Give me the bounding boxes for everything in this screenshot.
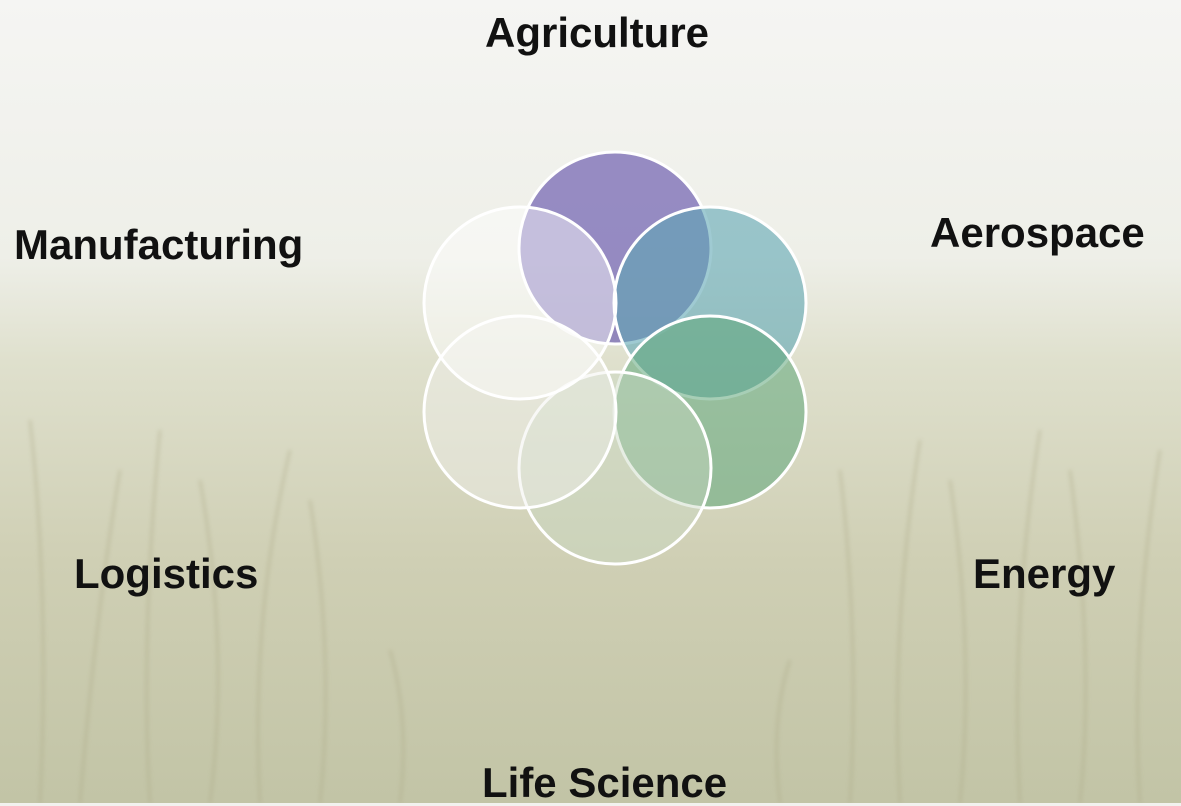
- grass-texture: [29, 419, 1161, 803]
- circle-life-science: [517, 370, 713, 566]
- label-logistics: Logistics: [74, 550, 259, 597]
- label-energy: Energy: [973, 550, 1116, 597]
- label-aerospace: Aerospace: [930, 209, 1145, 256]
- circle-energy: [612, 314, 808, 510]
- label-life-science: Life Science: [482, 759, 728, 806]
- label-manufacturing: Manufacturing: [14, 221, 304, 268]
- label-agriculture: Agriculture: [485, 9, 710, 56]
- circle-logistics: [422, 314, 618, 510]
- circle-manufacturing: [422, 205, 618, 401]
- venn-circles: [422, 150, 808, 566]
